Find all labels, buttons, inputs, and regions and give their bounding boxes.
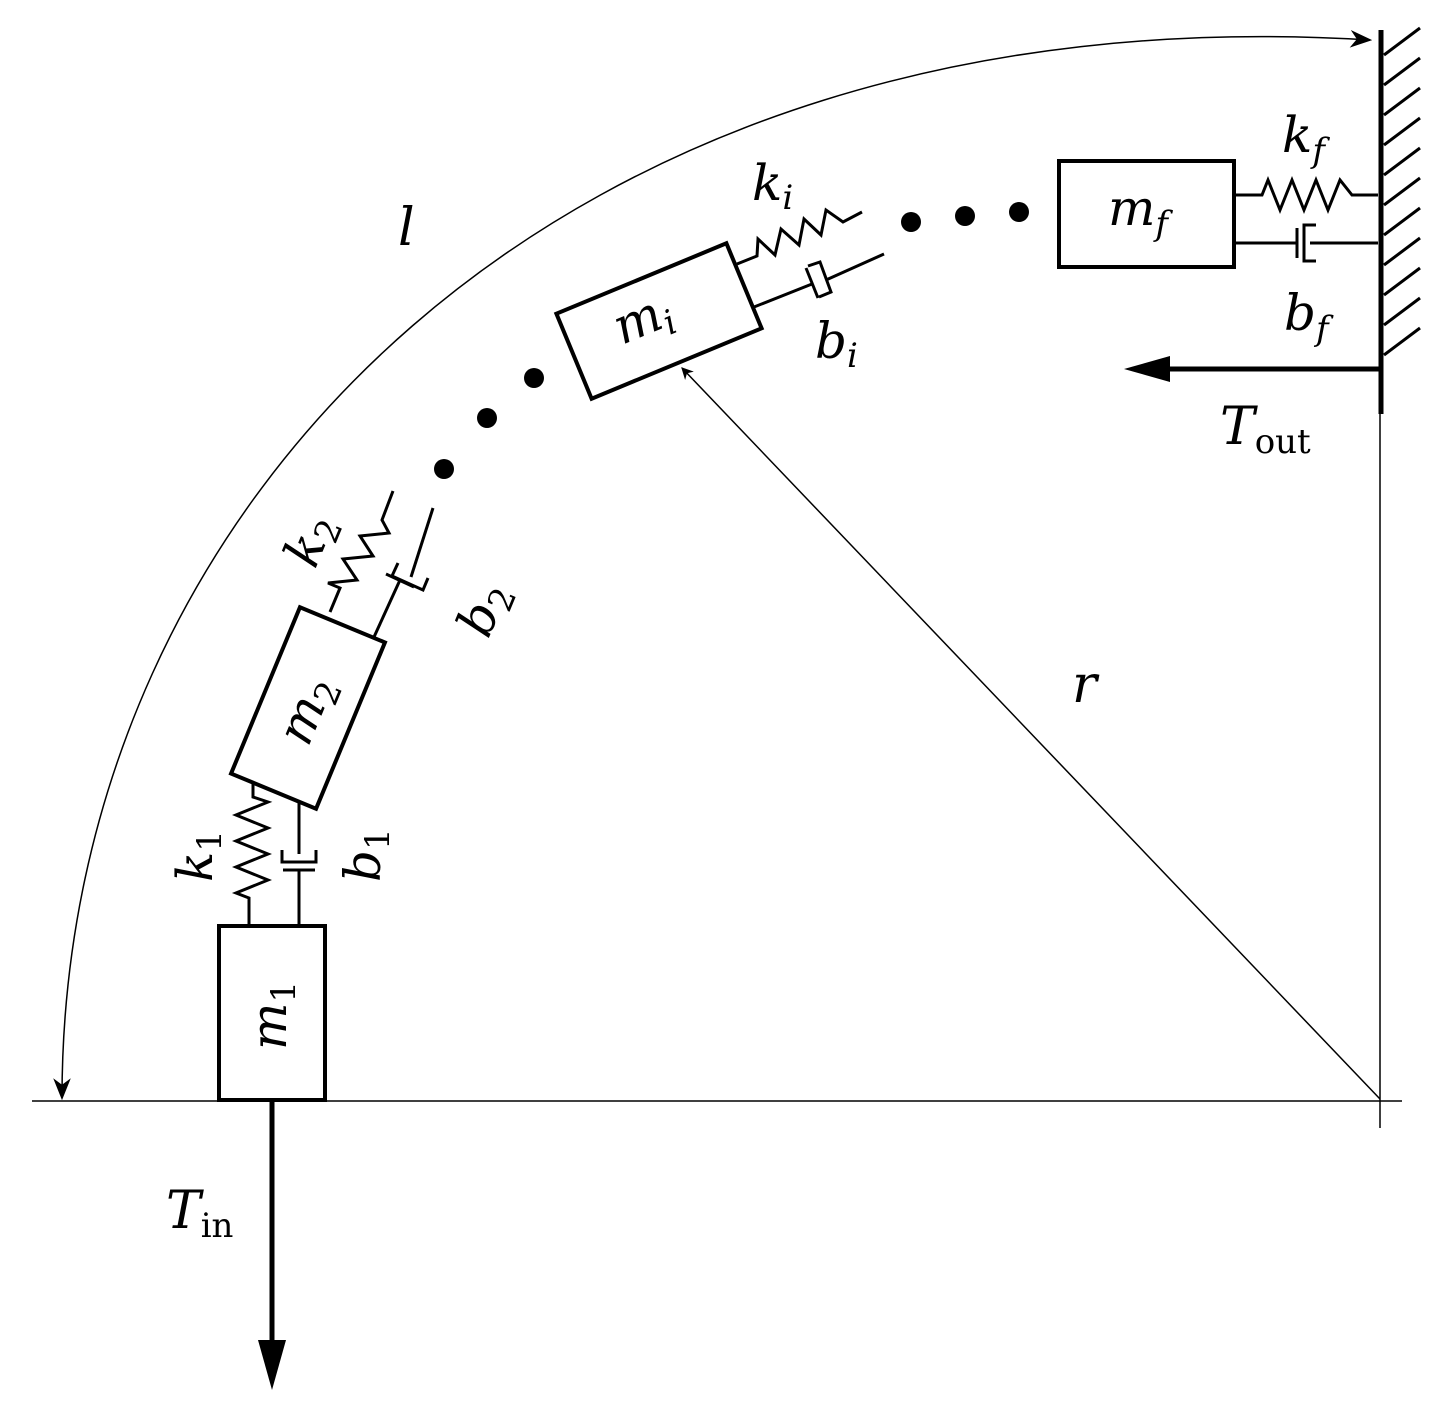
ellipsis-dot [955,206,975,226]
radius-arrow [681,367,1381,1100]
arc-length-arrow [53,30,1373,1101]
damper-bf [1236,223,1378,263]
spring-ki [736,207,863,266]
fixed-wall [1378,26,1421,414]
spring-k2-label: k2 [273,504,352,576]
mass-mi [553,240,765,402]
mass-m2 [228,604,388,812]
radius-label: r [1072,655,1100,715]
mass-mi-box [553,240,765,402]
spring-ki-label: ki [752,154,793,218]
torque-out-arrow [1124,356,1380,382]
damper-bi [753,252,885,309]
mass-m2-box [228,604,388,812]
damper-b1-label: b1 [334,828,398,882]
arc-length-label: l [398,198,415,258]
spring-kf [1236,175,1378,215]
damper-b2-label: b2 [446,573,526,647]
torque-in-label: Tin [166,1181,233,1246]
ellipsis-dot [901,212,921,232]
mass-m1-label: m1 [240,981,304,1050]
spring-kf-label: kf [1282,106,1330,171]
spring-k2 [327,490,395,613]
ellipsis-dot [477,408,497,428]
damper-b2 [372,507,435,638]
mass-m1-box [217,924,327,1102]
mass-mf-box [1057,159,1236,269]
ellipsis-dot [1009,202,1029,222]
damper-bi-label: bi [815,312,858,376]
ellipsis-dot [434,459,454,479]
torque-out-label: Tout [1220,397,1311,462]
damper-b1 [280,800,318,924]
spring-k1 [231,783,273,924]
torque-in-arrow [258,1101,286,1390]
spring-k1-label: k1 [166,830,230,882]
ellipsis-dot [524,368,544,388]
damper-bf-label: bf [1284,284,1334,349]
